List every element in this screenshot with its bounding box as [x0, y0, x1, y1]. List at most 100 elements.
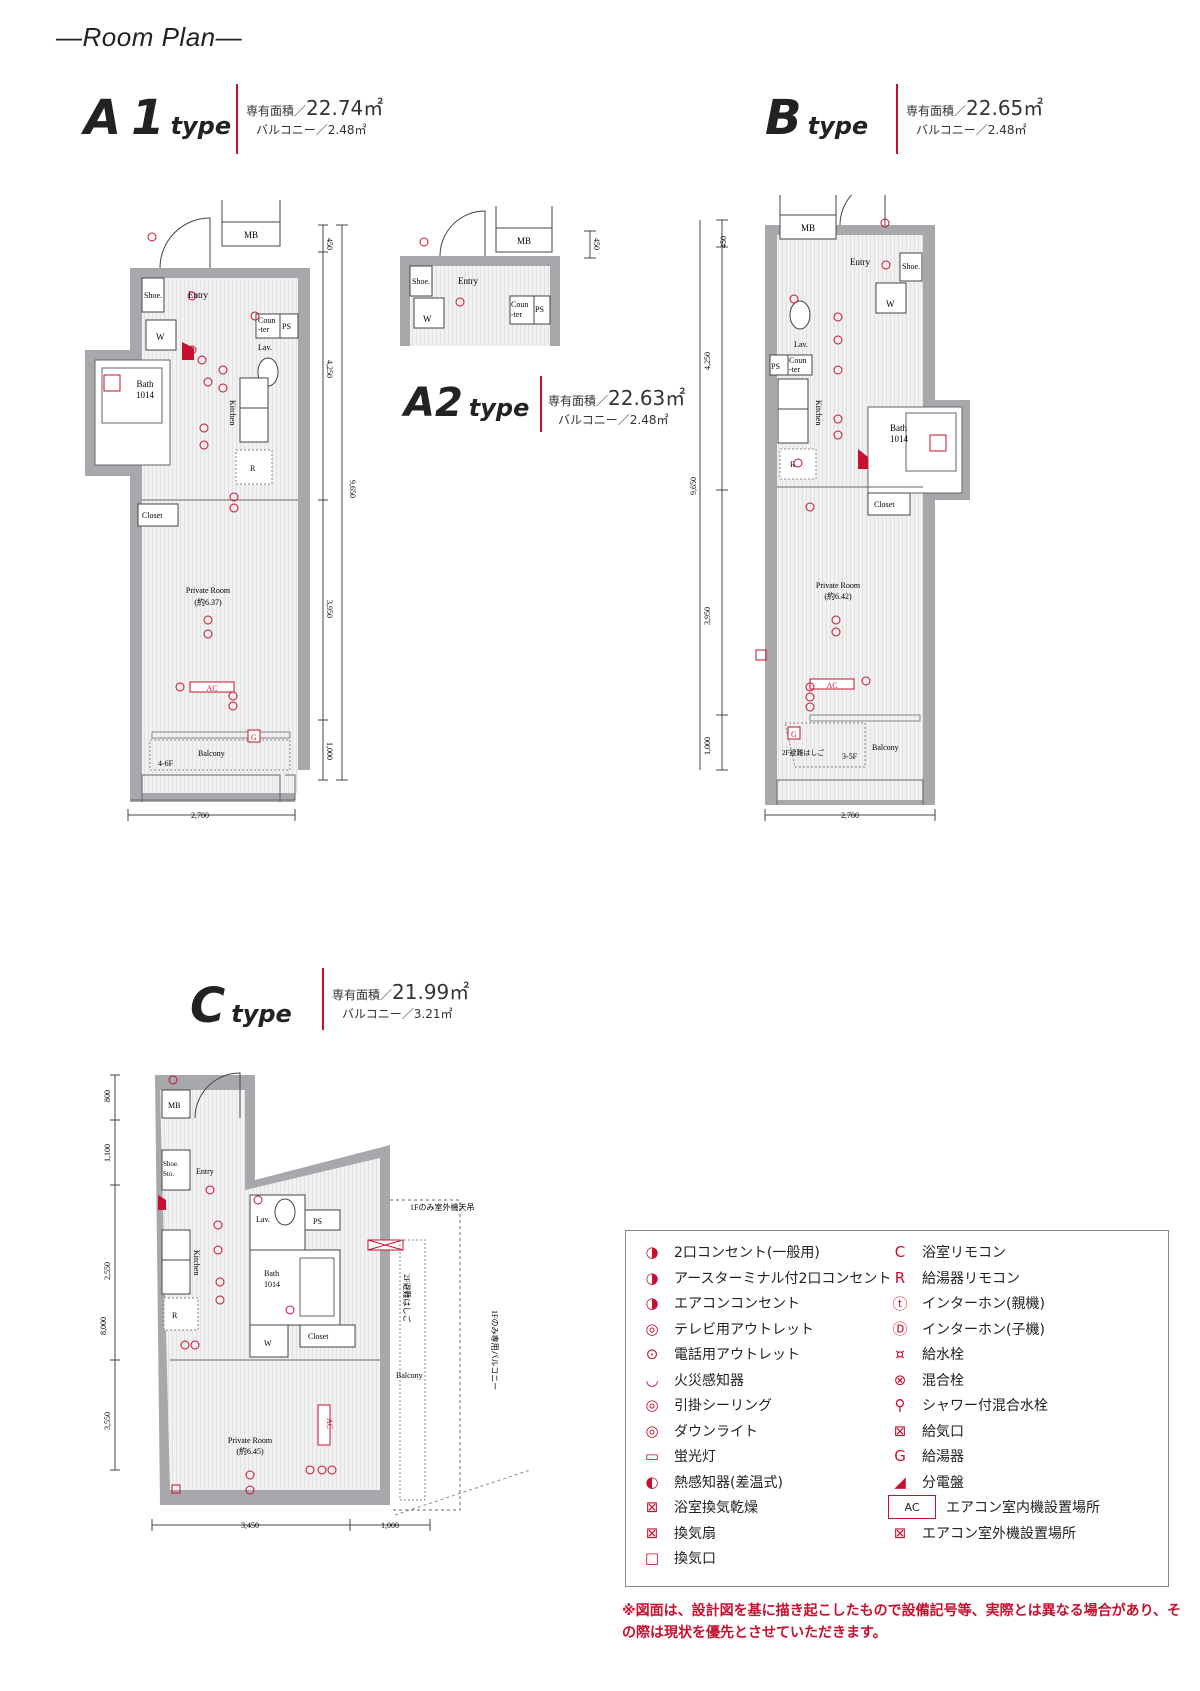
a2-counter-label: Coun [511, 300, 528, 309]
legend-label: アースターミナル付2口コンセント [674, 1270, 892, 1287]
a1-dim-3: 3,950 [325, 600, 334, 618]
legend-item: ◐ 熱感知器(差温式) [640, 1471, 783, 1493]
c-kitchen-label: Kitchen [192, 1250, 201, 1275]
a1-private-room-size: (約6.37) [194, 597, 222, 607]
a1-dim-5: 2,700 [191, 811, 209, 820]
a1-mb-label: MB [244, 230, 258, 240]
a1-dim-0: 450 [325, 238, 334, 250]
c-dim-2: 2,550 [103, 1262, 112, 1280]
a1-counter-label: Coun [258, 316, 275, 325]
legend-item: ◎引掛シーリング [640, 1394, 772, 1416]
a1-entry-label: Entry [188, 290, 208, 300]
a2-shoe-label: Shoe. [412, 277, 430, 286]
a1-g-label: G [251, 733, 257, 742]
a1-bath-label: Bath [137, 379, 154, 389]
b-ladder-label: 2F避難はしご [782, 748, 824, 757]
legend-symbol-icon: ◑ [645, 1294, 659, 1312]
legend-label: 給湯器 [922, 1449, 964, 1465]
legend-item: ⚲ シャワー付混合水栓 [888, 1394, 1049, 1416]
b-ps-label: PS [771, 362, 780, 371]
svg-text:-ter: -ter [789, 365, 800, 374]
c-shoe-label: Shoe. [163, 1160, 179, 1168]
c-private-balcony-label: 1Fのみ専用バルコニー [490, 1310, 500, 1390]
a2-floor-plan-partial: MB Shoe. Entry W Coun -ter PS 450 [400, 206, 601, 346]
a1-floor-label: 4-6F [158, 759, 174, 768]
a1-balcony-label: Balcony [198, 749, 225, 758]
legend-item: ◎ダウンライト [640, 1420, 758, 1442]
disclaimer-note: ※図面は、設計図を基に描き起こしたもので設備記号等、実際とは異なる場合があり、そ… [622, 1603, 1182, 1641]
a1-shoe-label: Shoe. [144, 291, 162, 300]
legend-symbol-icon: ⊙ [645, 1345, 659, 1363]
a1-floor-plan: Bath 1014 MB Shoe. Entry W Coun -ter PS … [85, 200, 357, 821]
b-dim-0: 450 [719, 236, 728, 248]
legend-label: 電話用アウトレット [674, 1347, 800, 1363]
b-dim-4: 1,000 [703, 737, 712, 755]
legend-symbol-icon: ◑ [645, 1268, 659, 1287]
b-bath-no: 1014 [890, 434, 909, 444]
legend-symbol-icon: ◡ [645, 1370, 659, 1389]
c-private-room-size: (約6.45) [236, 1446, 264, 1456]
a1-lav-label: Lav. [258, 343, 272, 352]
legend-symbol-icon: ⚲ [894, 1396, 906, 1414]
b-kitchen-label: Kitchen [814, 400, 823, 425]
legend-label: 蛍光灯 [674, 1449, 716, 1465]
b-floor-label: 3-5F [842, 752, 858, 761]
c-bath-no: 1014 [264, 1280, 280, 1289]
c-dim-3: 8,000 [100, 1317, 108, 1335]
a1-kitchen-label: Kitchen [228, 400, 237, 425]
legend-item: ⊠給気口 [888, 1420, 964, 1442]
legend-symbol-icon: ▭ [644, 1447, 660, 1465]
legend-label: 浴室換気乾燥 [674, 1500, 758, 1516]
svg-text:-ter: -ter [511, 310, 522, 319]
legend-label: 熱感知器(差温式) [674, 1474, 783, 1491]
c-sto-label: Sto. [163, 1170, 174, 1178]
legend-label: 2口コンセント(一般用) [674, 1245, 820, 1261]
a1-private-room-label: Private Room [186, 586, 231, 595]
legend-symbol-icon: ¤ [895, 1345, 905, 1363]
a1-closet-label: Closet [142, 511, 163, 520]
c-w-label: W [264, 1339, 272, 1348]
legend-label: ダウンライト [674, 1423, 758, 1440]
legend-label: エアコン室外機設置場所 [922, 1525, 1076, 1542]
c-closet-label: Closet [308, 1332, 329, 1341]
legend-item: ⊗混合栓 [888, 1369, 964, 1391]
legend-label: インターホン(親機) [922, 1296, 1045, 1312]
a2-w-label: W [423, 314, 432, 324]
b-balcony-label: Balcony [872, 743, 899, 752]
c-dim-6: 1,000 [381, 1521, 399, 1530]
legend-symbol-icon: R [894, 1268, 906, 1287]
c-floor-plan: MB Shoe. Sto. Entry Lav. PS Bath 1014 Ki… [100, 1072, 531, 1531]
b-ac-label: AC [826, 681, 837, 690]
legend-symbol-icon: ◐ [645, 1472, 659, 1491]
legend-item: □ 換気口 [640, 1547, 716, 1569]
legend-item: ⊙ 電話用アウトレット [640, 1343, 800, 1365]
c-outdoor-label: 1Fのみ室外機天吊 [410, 1202, 474, 1212]
legend-label: シャワー付混合水栓 [922, 1398, 1048, 1414]
a2-dim-0: 450 [592, 238, 601, 250]
c-balcony-label: Balcony [396, 1371, 423, 1380]
legend-symbol-icon: ⊗ [893, 1370, 907, 1389]
legend-label: 換気扇 [674, 1525, 716, 1542]
legend-symbol-icon: ⊠ [645, 1523, 659, 1542]
c-dim-5: 3,450 [241, 1521, 259, 1530]
a1-ac-label: AC [206, 684, 217, 693]
b-dim-1: 4,250 [703, 352, 712, 370]
c-ac-label: AC [325, 1418, 334, 1429]
a1-r-label: R [250, 464, 256, 473]
legend-symbol-icon: ◎ [645, 1396, 659, 1414]
b-entry-label: Entry [850, 257, 870, 267]
legend-label: 浴室リモコン [922, 1245, 1006, 1261]
legend-label: 換気口 [674, 1551, 716, 1567]
b-counter-label: Coun [789, 356, 806, 365]
a2-ps-label: PS [535, 305, 544, 314]
legend-symbol-icon: □ [644, 1549, 660, 1567]
